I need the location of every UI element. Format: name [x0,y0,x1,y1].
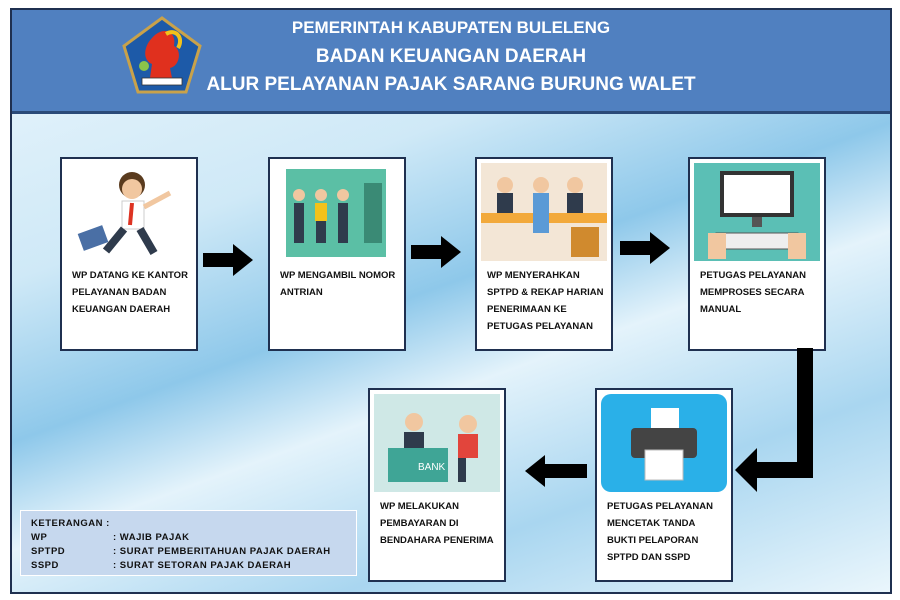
legend: KETERANGAN : WP : WAJIB PAJAK SPTPD : SURA… [20,510,357,576]
arrow-left-icon [525,455,587,487]
page-title: ALUR PELAYANAN PAJAK SARANG BURUNG WALET [206,74,696,95]
step-4-text: PETUGAS PELAYANAN MEMPROSES SECARA MANUA… [700,270,806,315]
queue-machine-icon [286,169,386,257]
step-6-box: BANK WP MELAKUKAN PEMBAYARAN DI BENDAHAR… [368,388,506,582]
legend-row: SPTPD : SURAT PEMBERITAHUAN PAJAK DAERAH [31,545,346,559]
legend-title: KETERANGAN : [31,518,110,529]
legend-key: WP [31,532,48,543]
header-line-1: PEMERINTAH KABUPATEN BULELENG [291,18,611,37]
service-desk-icon [481,163,607,261]
step-1-box: WP DATANG KE KANTOR PELAYANAN BADAN KEUA… [60,157,198,351]
legend-row: SSPD : SURAT SETORAN PAJAK DAERAH [31,559,346,573]
legend-row: WP : WAJIB PAJAK [31,531,346,545]
step-3-box: WP MENYERAHKAN SPTPD & REKAP HARIAN PENE… [475,157,613,351]
header: PEMERINTAH KABUPATEN BULELENG BADAN KEUA… [12,10,890,114]
legend-key: SSPD [31,560,59,571]
computer-icon [694,163,820,261]
step-6-text: WP MELAKUKAN PEMBAYARAN DI BENDAHARA PEN… [380,501,494,546]
step-5-text: PETUGAS PELAYANAN MENCETAK TANDA BUKTI P… [607,501,713,563]
legend-value: : SURAT PEMBERITAHUAN PAJAK DAERAH [113,546,331,557]
header-line-2: BADAN KEUANGAN DAERAH [315,46,587,67]
arrow-right-icon [411,236,461,268]
step-1-text: WP DATANG KE KANTOR PELAYANAN BADAN KEUA… [72,270,188,315]
arrow-right-icon [620,232,670,264]
legend-value: : WAJIB PAJAK [113,532,190,543]
step-2-text: WP MENGAMBIL NOMOR ANTRIAN [280,270,396,298]
running-businessman-icon [66,163,192,261]
step-3-text: WP MENYERAHKAN SPTPD & REKAP HARIAN PENE… [487,270,604,332]
step-4-box: PETUGAS PELAYANAN MEMPROSES SECARA MANUA… [688,157,826,351]
legend-key: SPTPD [31,546,66,557]
printer-icon [601,394,727,492]
buleleng-emblem-logo [122,16,202,94]
bank-label: BANK [418,462,446,473]
arrow-right-icon [203,244,253,276]
step-5-box: PETUGAS PELAYANAN MENCETAK TANDA BUKTI P… [595,388,733,582]
step-2-box: WP MENGAMBIL NOMOR ANTRIAN [268,157,406,351]
legend-value: : SURAT SETORAN PAJAK DAERAH [113,560,292,571]
arrow-down-left-icon [735,348,813,492]
bank-counter-icon: BANK [374,394,500,492]
